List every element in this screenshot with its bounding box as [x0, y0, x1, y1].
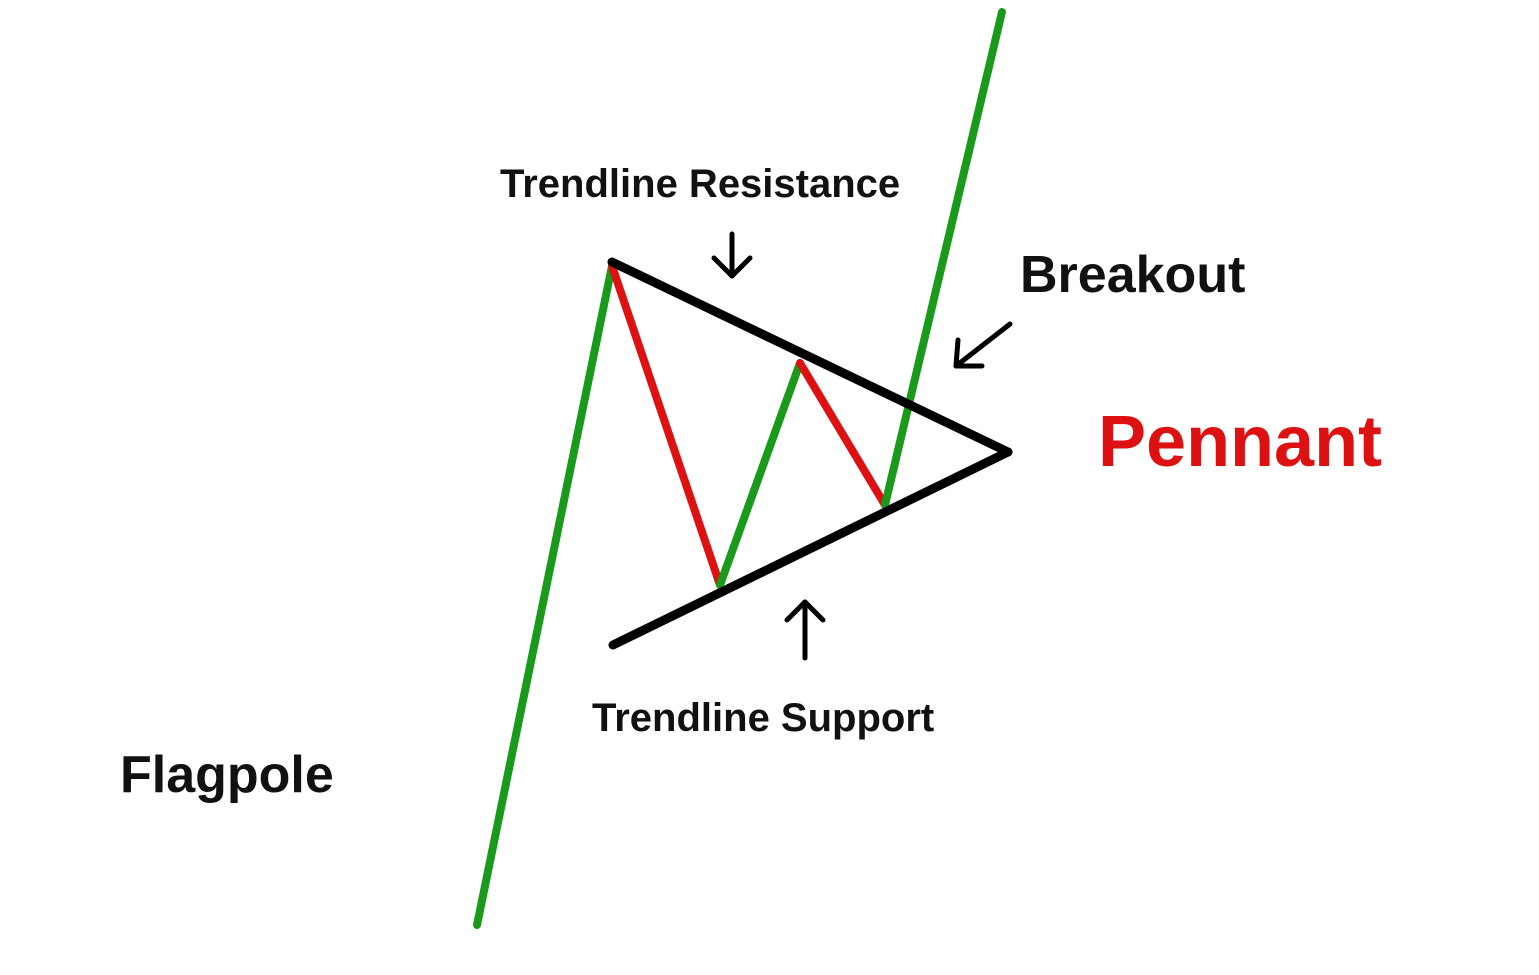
down-leg-1 [608, 262, 724, 589]
trendline-resistance-label: Trendline Resistance [500, 162, 900, 206]
arrow-down-left-icon [953, 321, 1013, 369]
flagpole-label: Flagpole [120, 746, 334, 804]
breakout-line [881, 8, 1006, 509]
trendline-support-line [608, 447, 1013, 650]
pennant-label: Pennant [1098, 402, 1382, 482]
arrow-up-icon [784, 599, 826, 661]
arrow-down-icon [711, 231, 753, 279]
flagpole-line [473, 262, 616, 929]
trendline-support-label: Trendline Support [592, 696, 934, 740]
breakout-label: Breakout [1020, 246, 1245, 304]
trendline-resistance-line [607, 257, 1013, 457]
up-leg-1 [716, 359, 804, 589]
down-leg-2 [796, 359, 889, 509]
